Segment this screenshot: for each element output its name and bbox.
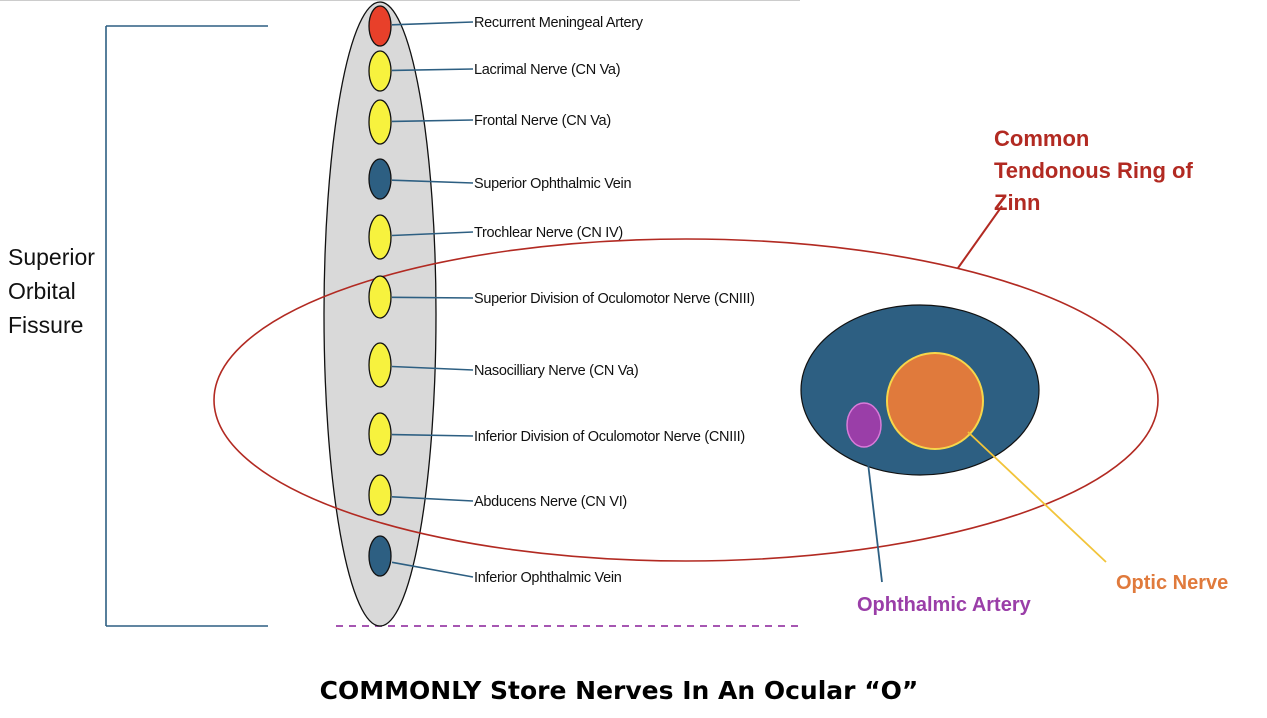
fissure-bracket	[105, 25, 268, 627]
label-superior-ophthalmic-vein: Superior Ophthalmic Vein	[474, 176, 631, 192]
structure-inferior-division-of-oculomotor-nerve-cniii	[368, 412, 392, 456]
label-frontal-nerve-cn-va: Frontal Nerve (CN Va)	[474, 113, 611, 129]
label-nasocilliary-nerve-cn-va: Nasocilliary Nerve (CN Va)	[474, 363, 638, 379]
leader-line-inferior-ophthalmic-vein	[391, 561, 474, 578]
optic-nerve-pointer	[967, 431, 1107, 563]
leader-line-recurrent-meningeal-artery	[391, 21, 474, 26]
structure-abducens-nerve-cn-vi	[368, 474, 392, 516]
structure-frontal-nerve-cn-va	[368, 99, 392, 145]
leader-line-trochlear-nerve-cn-iv	[391, 231, 474, 237]
ophthalmic-artery-label: Ophthalmic Artery	[857, 594, 1032, 616]
ring-label-line-3: Zinn	[994, 190, 1040, 215]
leader-line-abducens-nerve-cn-vi	[391, 496, 474, 502]
structure-inferior-ophthalmic-vein	[368, 535, 392, 577]
leader-line-nasocilliary-nerve-cn-va	[391, 365, 474, 371]
ring-label-line-1: Common	[994, 126, 1089, 151]
label-recurrent-meningeal-artery: Recurrent Meningeal Artery	[474, 15, 644, 31]
optic-nerve	[886, 352, 984, 450]
common-tendinous-ring	[213, 238, 1159, 562]
leader-line-superior-ophthalmic-vein	[391, 179, 474, 184]
label-abducens-nerve-cn-vi: Abducens Nerve (CN VI)	[474, 494, 627, 510]
label-inferior-division-of-oculomotor-nerve-cniii: Inferior Division of Oculomotor Nerve (C…	[474, 429, 745, 445]
optic-nerve-label: Optic Nerve	[1116, 572, 1228, 594]
structure-superior-ophthalmic-vein	[368, 158, 392, 200]
label-trochlear-nerve-cn-iv: Trochlear Nerve (CN IV)	[474, 225, 623, 241]
leader-line-superior-division-of-oculomotor-nerve-cniii	[391, 296, 474, 299]
structure-recurrent-meningeal-artery	[368, 5, 392, 47]
leader-line-inferior-division-of-oculomotor-nerve-cniii	[391, 433, 474, 437]
fissure-label-line-2: Orbital	[8, 278, 76, 304]
ophthalmic-artery-pointer	[867, 462, 883, 583]
fissure-label-line-3: Fissure	[8, 312, 83, 338]
fissure-label-line-1: Superior	[8, 244, 95, 270]
structure-nasocilliary-nerve-cn-va	[368, 342, 392, 388]
leader-line-frontal-nerve-cn-va	[391, 119, 474, 123]
label-inferior-ophthalmic-vein: Inferior Ophthalmic Vein	[474, 570, 622, 586]
ring-label-pointer	[957, 205, 1003, 269]
structure-trochlear-nerve-cn-iv	[368, 214, 392, 260]
leader-line-lacrimal-nerve-cn-va	[391, 68, 474, 72]
label-lacrimal-nerve-cn-va: Lacrimal Nerve (CN Va)	[474, 62, 620, 78]
label-superior-division-of-oculomotor-nerve-cniii: Superior Division of Oculomotor Nerve (C…	[474, 291, 755, 307]
ophthalmic-artery	[846, 402, 882, 448]
mnemonic-caption: COMMONLY Store Nerves In An Ocular “O”	[320, 676, 919, 705]
ring-label-line-2: Tendonous Ring of	[994, 158, 1193, 183]
structure-superior-division-of-oculomotor-nerve-cniii	[368, 275, 392, 319]
structure-lacrimal-nerve-cn-va	[368, 50, 392, 92]
